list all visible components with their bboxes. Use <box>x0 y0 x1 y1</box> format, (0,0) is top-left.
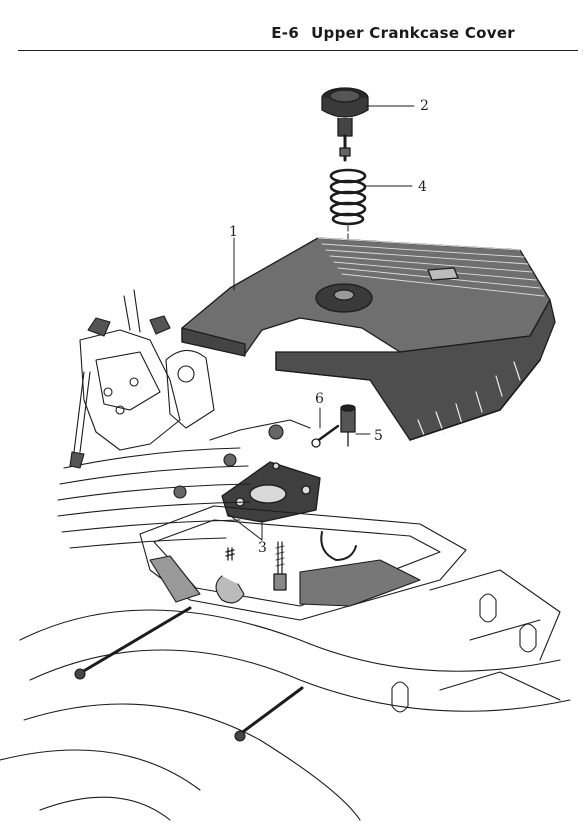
callout-4: 4 <box>418 179 427 195</box>
page-title: E-6 Upper Crankcase Cover <box>271 24 515 42</box>
callout-5: 5 <box>374 428 383 444</box>
cotter-pin <box>311 424 340 448</box>
leader-lines <box>227 105 415 541</box>
header-rule <box>18 50 578 51</box>
callout-6: 6 <box>315 391 324 407</box>
section-code: E-6 <box>271 24 300 42</box>
engine-outline <box>0 289 571 821</box>
callout-3: 3 <box>258 540 267 556</box>
page-header: E-6 Upper Crankcase Cover <box>0 0 585 60</box>
callout-2: 2 <box>420 98 429 114</box>
studs <box>225 541 287 591</box>
gasket-plate <box>221 461 321 523</box>
section-title: Upper Crankcase Cover <box>311 24 515 42</box>
exploded-parts-diagram: 2 4 1 5 6 3 <box>0 87 571 821</box>
breather-bolt <box>340 404 356 447</box>
callout-1: 1 <box>229 224 238 240</box>
upper-crankcase-cover <box>181 237 556 441</box>
oil-filler-cap <box>321 87 369 162</box>
